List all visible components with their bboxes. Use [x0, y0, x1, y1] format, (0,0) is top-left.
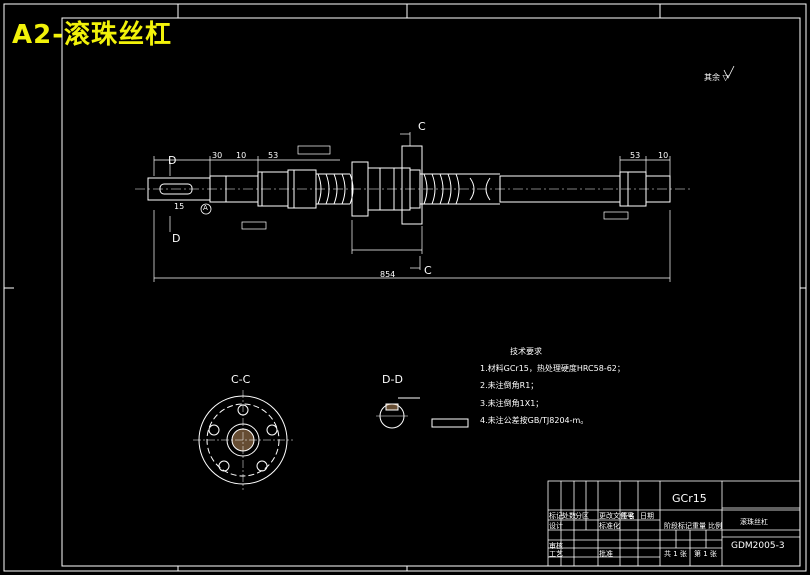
dim-15: 15: [174, 202, 185, 211]
section-c-top-label: C: [418, 120, 426, 133]
tb-scale: 比例: [708, 522, 722, 530]
tb-stage: 阶段标记: [664, 522, 692, 530]
dim-30: 30: [212, 151, 223, 160]
dim-10-right: 10: [658, 151, 669, 160]
shaft-left-end: [147, 169, 317, 209]
dim-53: 53: [268, 151, 279, 160]
section-c-bottom-label: C: [424, 264, 432, 277]
sheet-total: 共 1 张: [664, 550, 687, 558]
section-d-top-label: D: [168, 154, 177, 167]
tb-zone: 分区: [575, 512, 589, 520]
drawing-number: GDM2005-3: [731, 541, 785, 551]
tb-date: 日期: [640, 512, 654, 520]
tb-weight: 重量: [692, 522, 706, 530]
tb-design: 设计: [549, 522, 563, 530]
section-d-bottom-label: D: [172, 232, 181, 245]
outer-frame: [3, 3, 807, 572]
thread-left: [316, 173, 354, 205]
shaft-right: [499, 171, 671, 207]
title-block: [547, 480, 801, 567]
material: GCr15: [672, 492, 707, 505]
view-dd-label: D-D: [382, 373, 403, 386]
part-name: 滚珠丝杠: [740, 518, 768, 526]
tech-req-1: 1.材料GCr15，热处理硬度HRC58-62；: [480, 364, 625, 373]
tech-req-4: 4.未注公差按GB/TJ8204-m。: [480, 416, 589, 425]
dimension-lines: [153, 132, 671, 282]
datum-a-label: A: [203, 204, 208, 212]
datum-a-circle: [200, 203, 212, 215]
tb-standard: 标准化: [599, 522, 620, 530]
roughness-note: 其余 ▽: [704, 73, 729, 82]
view-cc-label: C-C: [231, 373, 251, 386]
sheet-no: 第 1 张: [694, 550, 717, 558]
thread-right: [420, 173, 500, 205]
dim-10: 10: [236, 151, 247, 160]
tb-approve: 批准: [599, 550, 613, 558]
flange-view: [193, 390, 293, 490]
drawing-title: A2-滚珠丝杠: [12, 20, 173, 50]
tb-review: 审核: [549, 542, 563, 550]
tb-process: 工艺: [549, 550, 563, 558]
keyway-section: [376, 397, 469, 429]
tb-change-doc: 更改文件号: [599, 512, 634, 520]
dim-53-right: 53: [630, 151, 641, 160]
dim-total-length: 854: [380, 270, 396, 279]
tb-sign: 签名: [621, 512, 635, 520]
tech-req-2: 2.未注倒角R1；: [480, 381, 539, 390]
inner-frame: [61, 17, 801, 567]
tb-count: 处数: [562, 512, 576, 520]
tb-mark: 标记: [549, 512, 563, 520]
tech-req-3: 3.未注倒角1X1；: [480, 399, 544, 408]
tech-req-heading: 技术要求: [510, 347, 542, 356]
ball-nut: [351, 145, 423, 225]
